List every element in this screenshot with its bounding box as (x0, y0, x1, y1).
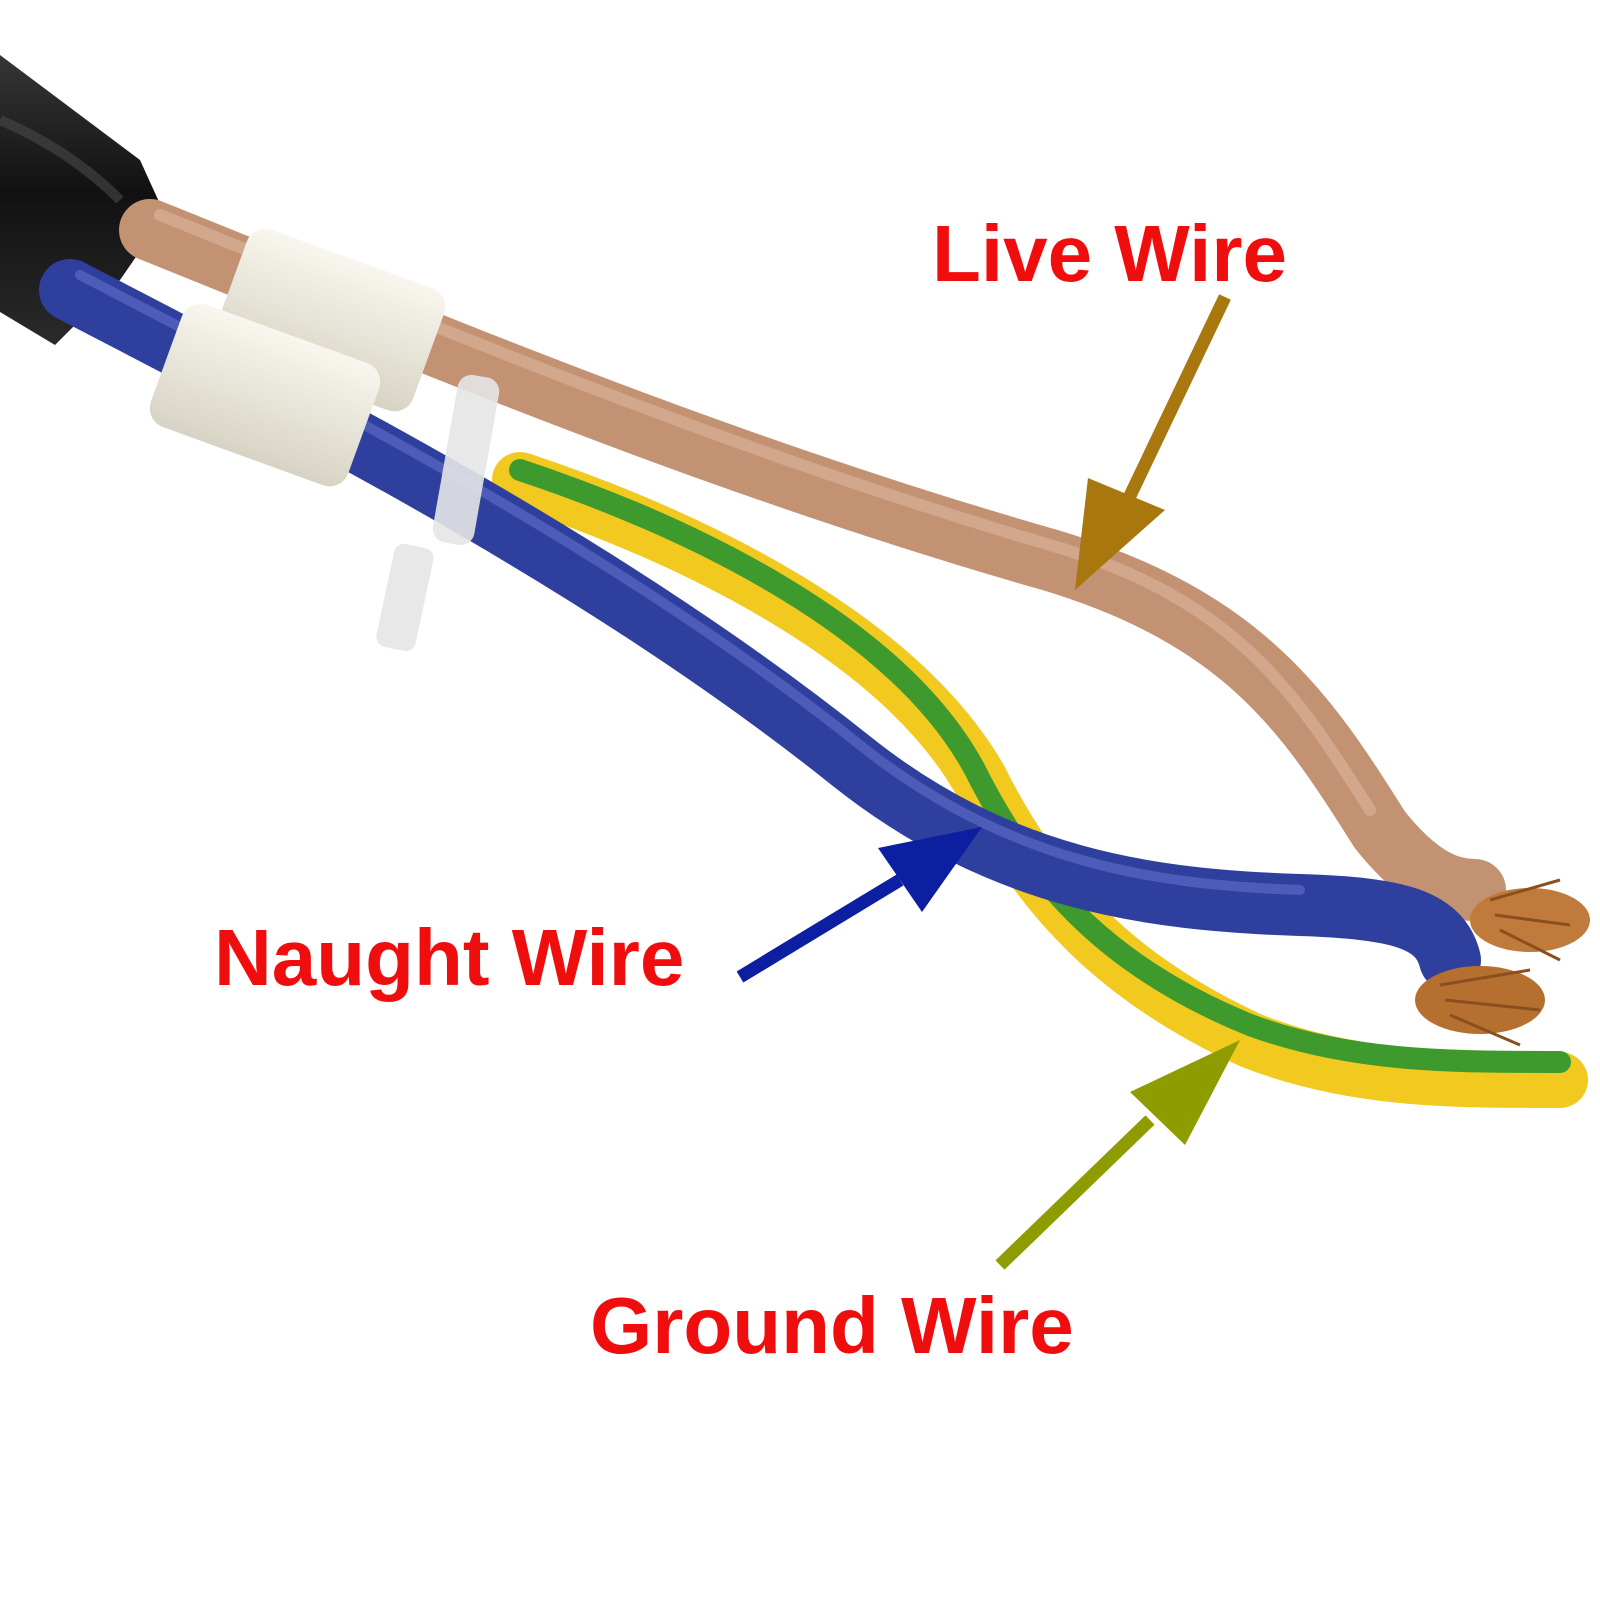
marker-sleeves (149, 228, 446, 487)
cable-tie (376, 374, 500, 652)
ground-arrow (995, 1040, 1240, 1270)
ground-wire-label: Ground Wire (590, 1281, 1074, 1370)
copper-strands (1415, 878, 1590, 1047)
live-wire-label: Live Wire (932, 209, 1287, 298)
neutral-arrow (736, 827, 982, 983)
neutral-wire-label: Naught Wire (214, 913, 685, 1002)
cable-jacket (0, 55, 165, 345)
live-arrow (1075, 294, 1231, 590)
